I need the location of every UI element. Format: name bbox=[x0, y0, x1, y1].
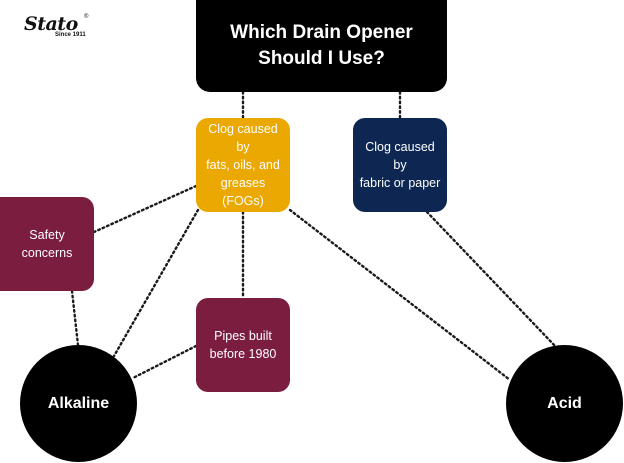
connector-fog-safety bbox=[92, 184, 198, 234]
node-safety-concerns-label: Safety concerns bbox=[21, 227, 73, 260]
connector-fabric-acid bbox=[425, 210, 558, 349]
node-alkaline-label: Alkaline bbox=[47, 394, 110, 412]
node-fabric-clog-label: Clog caused by fabric or paper bbox=[359, 139, 441, 191]
node-acid-label: Acid bbox=[547, 394, 582, 412]
connector-pipes-alkaline bbox=[131, 344, 198, 380]
node-old-pipes: Pipes built before 1980 bbox=[196, 298, 290, 392]
node-fabric-clog: Clog caused by fabric or paper bbox=[353, 118, 447, 212]
node-fog-clog-label: Clog caused by fats, oils, and greases (… bbox=[206, 121, 280, 209]
node-fog-clog: Clog caused by fats, oils, and greases (… bbox=[196, 118, 290, 212]
node-old-pipes-label: Pipes built before 1980 bbox=[209, 328, 277, 361]
node-safety-concerns: Safety concerns bbox=[0, 197, 94, 291]
registered-mark: ® bbox=[84, 14, 89, 20]
stato-logo: Stato ® Since 1911 bbox=[24, 13, 94, 39]
diagram-title: Which Drain Opener Should I Use? bbox=[196, 0, 447, 92]
diagram-title-text: Which Drain Opener Should I Use? bbox=[230, 22, 413, 69]
connector-safety-alkaline bbox=[70, 289, 80, 347]
logo-wordmark: Stato bbox=[24, 13, 78, 35]
logo-tagline: Since 1911 bbox=[55, 32, 86, 38]
node-acid: Acid bbox=[506, 345, 623, 462]
connector-fog-alkaline bbox=[112, 208, 200, 358]
connector-fog-acid bbox=[288, 208, 512, 382]
node-alkaline: Alkaline bbox=[20, 345, 137, 462]
